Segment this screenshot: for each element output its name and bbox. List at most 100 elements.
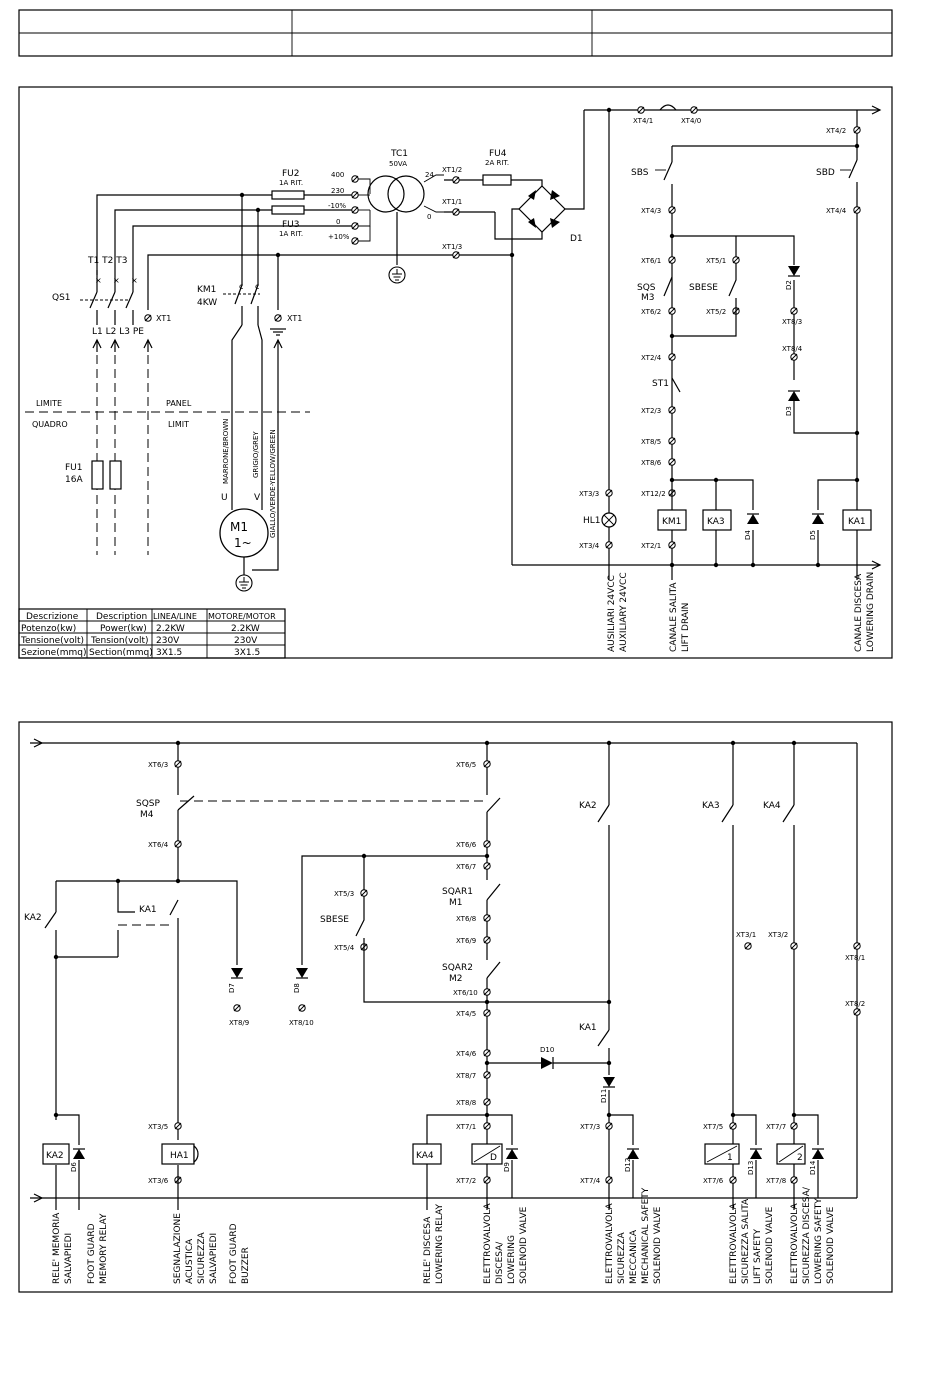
fu3-rating: 1A RIT. [279, 230, 303, 238]
xt3-3-label: XT3/3 [579, 490, 599, 498]
svg-text:Power(kw): Power(kw) [100, 624, 147, 634]
xt3-5-label: XT3/5 [148, 1123, 168, 1131]
motor-ground-icon [235, 574, 253, 592]
fu1-fuse [91, 460, 122, 490]
xt8-4-label: XT8/4 [782, 345, 803, 353]
svg-text:ACUSTICA: ACUSTICA [185, 1238, 195, 1284]
sqar1-label: SQAR1 [442, 887, 473, 897]
xt1-2-label: XT1/2 [442, 166, 462, 174]
svg-text:SALVAPIEDI: SALVAPIEDI [64, 1233, 74, 1284]
ka1-contact-label: KA1 [139, 905, 157, 915]
d3-label: D3 [785, 406, 793, 416]
ka2-coil [42, 1143, 70, 1165]
d3-diode [787, 390, 801, 402]
svg-text:MECCANICA: MECCANICA [629, 1229, 639, 1284]
ka3-column-label: KA3 [702, 801, 720, 811]
svg-text:CANALE SALITA: CANALE SALITA [669, 582, 679, 652]
svg-text:Tensione(volt): Tensione(volt) [20, 636, 84, 646]
xt8-1-label: XT8/1 [845, 954, 865, 962]
d12-diode [626, 1148, 640, 1160]
xt4-0-label: XT4/0 [681, 117, 701, 125]
xt7-3-label: XT7/3 [580, 1123, 600, 1131]
xt6-7-label: XT6/7 [456, 863, 476, 871]
xt7-4-label: XT7/4 [580, 1177, 601, 1185]
xt8-5-label: XT8/5 [641, 438, 661, 446]
tap-minus10: -10% [328, 202, 346, 210]
svg-text:LIFT SAFETY: LIFT SAFETY [753, 1229, 763, 1284]
xt1-1-label: XT1/1 [442, 198, 462, 206]
d5-label: D5 [809, 530, 817, 540]
svg-text:SICUREZZA: SICUREZZA [617, 1231, 627, 1284]
motor-phase: 1~ [234, 536, 252, 550]
ka4-column-label: KA4 [763, 801, 781, 811]
hl1-lamp [601, 489, 617, 549]
limit-label: LIMIT [168, 420, 189, 429]
svg-text:MOTORE/MOTOR: MOTORE/MOTOR [208, 612, 276, 621]
fu2-label: FU2 [282, 169, 300, 179]
xt8-2-label: XT8/2 [845, 1000, 865, 1008]
xt2-3-label: XT2/3 [641, 407, 661, 415]
d4-diode [746, 513, 760, 525]
d11-label: D11 [600, 1089, 608, 1103]
xt7-6-label: XT7/6 [703, 1177, 724, 1185]
svg-text:LOWERING DRAIN: LOWERING DRAIN [866, 572, 876, 652]
qs1-label: QS1 [52, 293, 71, 303]
xt7-1-label: XT7/1 [456, 1123, 476, 1131]
supply-wires [96, 192, 512, 310]
svg-text:SICUREZZA DISCESA/: SICUREZZA DISCESA/ [802, 1186, 812, 1284]
xt2-4-label: XT2/4 [641, 354, 662, 362]
ka2-ka1-column [597, 743, 634, 1198]
km1-label: KM1 [197, 285, 216, 295]
ka4-coil [412, 1143, 442, 1165]
phase-labels: T1 T2 T3 [87, 256, 127, 266]
xt6-3-label: XT6/3 [148, 761, 168, 769]
km1-coil [657, 509, 687, 531]
svg-text:c: c [239, 282, 243, 291]
xt3-2-label: XT3/2 [768, 931, 788, 939]
xt6-4-label: XT6/4 [148, 841, 169, 849]
cable-brown-label: MARRONE/BROWN [222, 419, 230, 484]
sbese-label: SBESE [689, 283, 718, 293]
ka3-column [721, 743, 757, 1198]
svg-text:230V: 230V [234, 636, 258, 646]
d10-label: D10 [540, 1046, 554, 1054]
xt8-7-label: XT8/7 [456, 1072, 476, 1080]
svg-text:LOWERING RELAY: LOWERING RELAY [435, 1204, 445, 1284]
d2-diode [787, 265, 801, 277]
yv-2-label: 2 [797, 1153, 803, 1163]
d8-label: D8 [293, 983, 301, 993]
fu1-label: FU1 [65, 463, 83, 473]
d7-diode [230, 967, 244, 979]
tc1-label: TC1 [390, 149, 408, 159]
svg-text:Descrizione: Descrizione [26, 612, 79, 622]
svg-text:RELE' DISCESA: RELE' DISCESA [423, 1216, 433, 1284]
d9-label: D9 [503, 1162, 511, 1172]
xt3-1-label: XT3/1 [736, 931, 756, 939]
sbese-bottom-label: SBESE [320, 915, 349, 925]
svg-text:DISCESA/: DISCESA/ [495, 1241, 505, 1284]
motor-spec-table: Descrizione Description LINEA/LINE MOTOR… [18, 608, 286, 659]
supply-arrows [92, 339, 153, 555]
svg-text:Sezione(mmq): Sezione(mmq) [21, 648, 87, 658]
d1-label: D1 [570, 234, 583, 244]
m3-label: M3 [641, 293, 655, 303]
d8-diode [295, 967, 309, 979]
transformer-ground-icon [388, 266, 406, 284]
xt12-2-label: XT12/2 [641, 490, 666, 498]
km1-contactor: c c [223, 282, 260, 325]
d10-diode [541, 1057, 553, 1069]
svg-text:Section(mmq): Section(mmq) [89, 648, 153, 658]
svg-text:FOOT GUARD: FOOT GUARD [229, 1223, 239, 1284]
tap-0-secondary: 0 [427, 213, 431, 221]
xt7-5-label: XT7/5 [703, 1123, 723, 1131]
tap-0: 0 [336, 218, 340, 226]
fu4-rating: 2A RIT. [485, 159, 509, 167]
cable-ground-label: GIALLO/VERDE-YELLOW/GREEN [269, 429, 277, 538]
svg-text:SICUREZZA SALITA: SICUREZZA SALITA [741, 1198, 751, 1284]
svg-text:SEGNALAZIONE: SEGNALAZIONE [173, 1213, 183, 1284]
svg-text:SOLENOID VALVE: SOLENOID VALVE [826, 1206, 836, 1284]
d7-label: D7 [228, 983, 236, 993]
xt4-3-label: XT4/3 [641, 207, 661, 215]
xt6-5-label: XT6/5 [456, 761, 476, 769]
